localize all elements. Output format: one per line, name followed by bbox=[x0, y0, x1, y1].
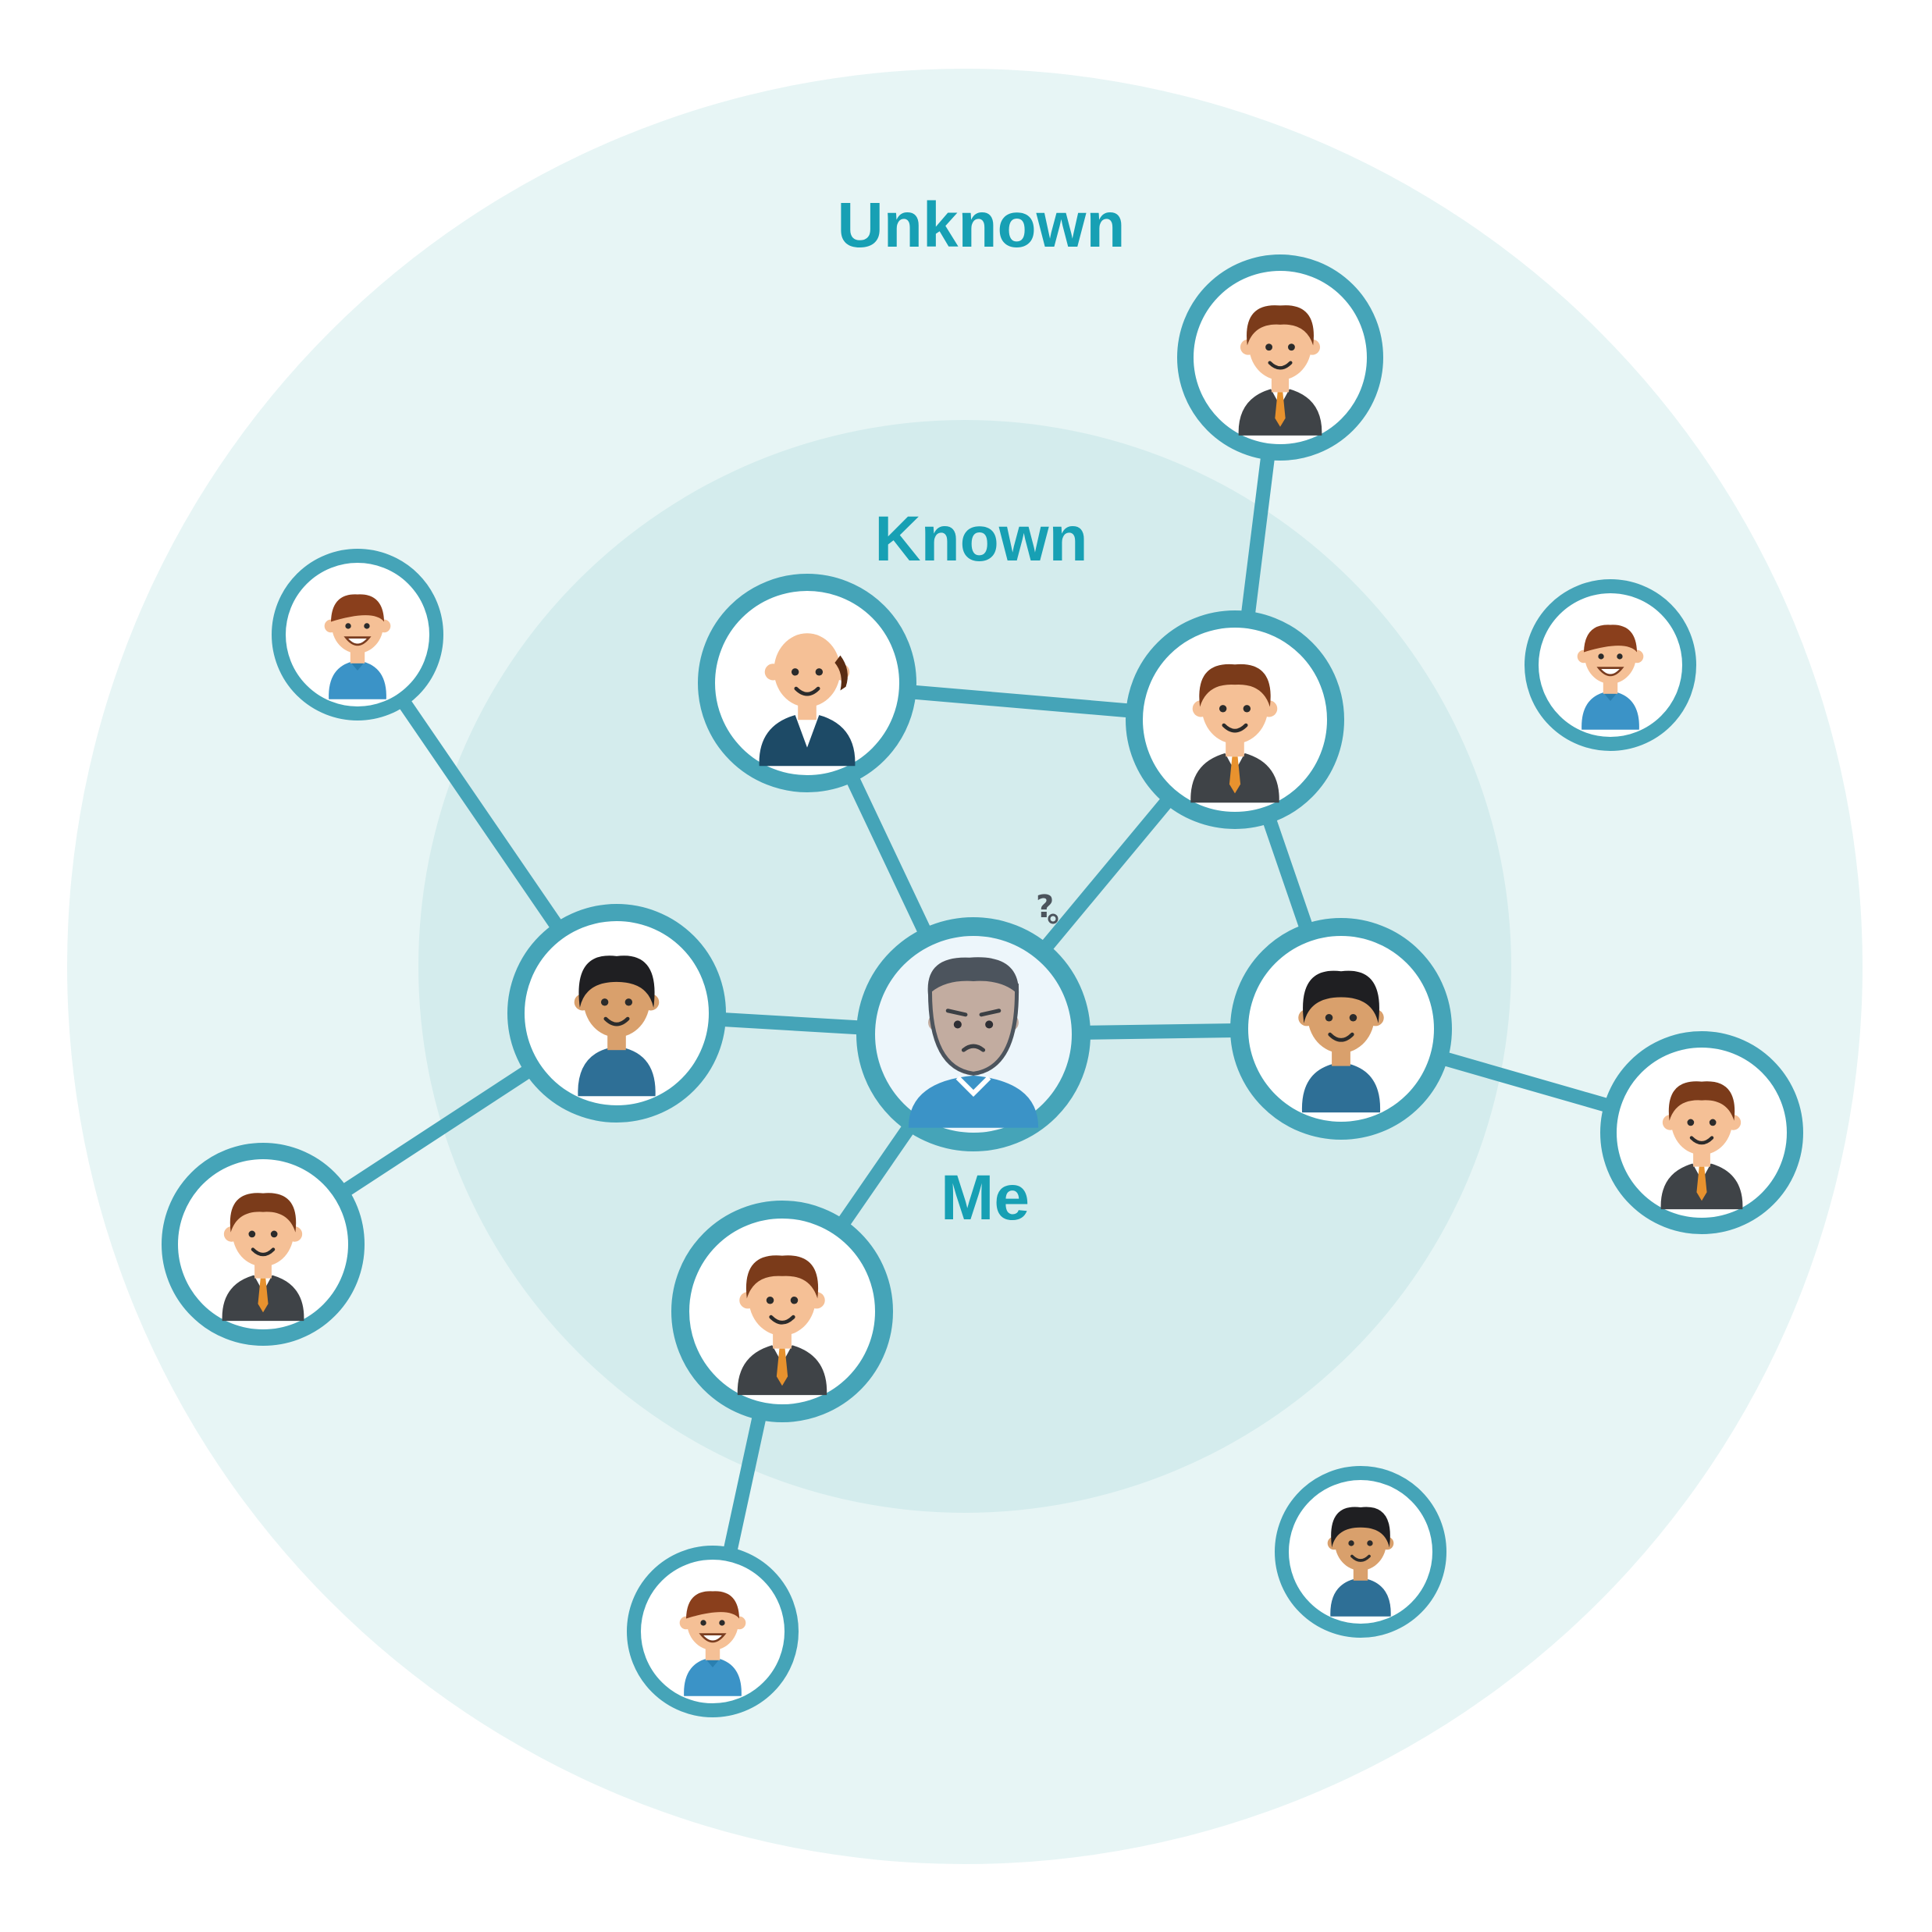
smiling-boy-avatar bbox=[1577, 624, 1644, 730]
unknown-zone-label: Unknown bbox=[838, 190, 1126, 261]
suit-man-avatar bbox=[1238, 305, 1322, 436]
person-node-known-suit-bottom bbox=[671, 1201, 893, 1422]
person-node-unknown-dark-bottom bbox=[1275, 1466, 1446, 1638]
person-node-unknown-suit-left bbox=[162, 1143, 365, 1346]
person-node-known-suit-top bbox=[1126, 610, 1344, 829]
me-label: Me bbox=[941, 1162, 1030, 1233]
me-node bbox=[856, 917, 1091, 1151]
person-nodes: ? bbox=[162, 254, 1803, 1717]
dark-hair-man-avatar bbox=[1298, 970, 1384, 1113]
svg-text:?: ? bbox=[1036, 889, 1054, 925]
bald-man-avatar bbox=[759, 633, 856, 767]
person-node-unknown-suit-right bbox=[1600, 1031, 1803, 1234]
person-node-known-dark-right bbox=[1230, 918, 1452, 1140]
question-mark-icon: ? bbox=[1036, 889, 1059, 925]
worried-man-avatar bbox=[908, 957, 1039, 1128]
suit-man-avatar bbox=[1190, 664, 1279, 803]
person-node-unknown-smile-right bbox=[1525, 579, 1696, 751]
suit-man-avatar bbox=[737, 1255, 827, 1396]
dark-hair-man-avatar bbox=[574, 955, 660, 1097]
suit-man-avatar bbox=[222, 1193, 304, 1322]
smiling-boy-avatar bbox=[324, 594, 391, 699]
person-node-known-bald bbox=[698, 574, 916, 792]
person-node-unknown-smile-left bbox=[272, 549, 443, 720]
known-zone-label: Known bbox=[874, 503, 1087, 575]
person-node-known-dark-left bbox=[507, 904, 726, 1123]
dark-hair-man-avatar bbox=[1327, 1507, 1394, 1617]
suit-man-avatar bbox=[1660, 1081, 1743, 1210]
smiling-boy-avatar bbox=[679, 1591, 746, 1696]
person-node-unknown-suit-top bbox=[1177, 254, 1383, 461]
person-node-unknown-smile-bottom bbox=[627, 1546, 799, 1717]
